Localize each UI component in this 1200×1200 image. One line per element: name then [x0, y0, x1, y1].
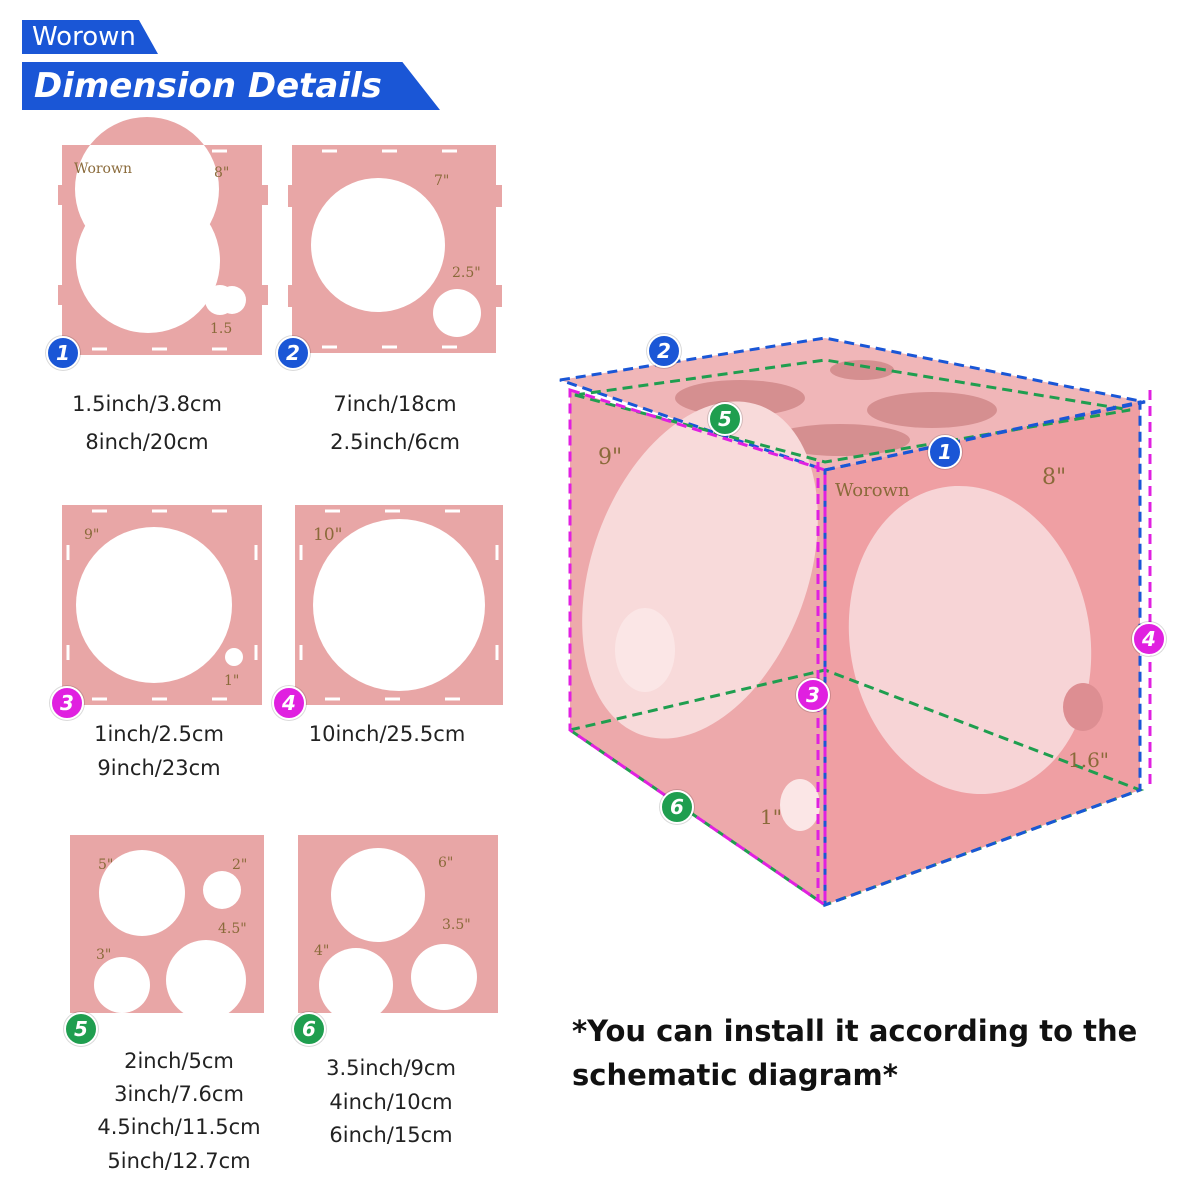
- cube-badge-4: 4: [1132, 622, 1166, 656]
- panel-1-shape: [58, 117, 268, 355]
- install-note-line-2: schematic diagram*: [572, 1057, 898, 1092]
- panel-3-shape: [62, 505, 262, 705]
- panel-4: 10": [295, 505, 505, 715]
- panel-5-shape: [70, 835, 264, 1020]
- panel-3-big-label: 9": [84, 527, 100, 543]
- spec-line: 10inch/25.5cm: [308, 722, 466, 746]
- panel-5-specs: 2inch/5cm 3inch/7.6cm 4.5inch/11.5cm 5in…: [74, 1045, 284, 1178]
- panel-3-specs: 1inch/2.5cm 9inch/23cm: [54, 720, 264, 783]
- cube-small-label-1: 1": [760, 805, 782, 829]
- cube-badge-2: 2: [647, 334, 681, 368]
- spec-line: 8inch/20cm: [85, 430, 209, 455]
- cube-badge-1: 1: [928, 435, 962, 469]
- panel-2-small-label: 2.5": [452, 265, 481, 281]
- cube-badge-3: 3: [796, 678, 830, 712]
- cube-badge-5: 5: [708, 402, 742, 436]
- panel-4-shape: [295, 505, 503, 705]
- spec-line: 1.5inch/3.8cm: [72, 392, 222, 416]
- cube-brand-label: Worown: [835, 480, 910, 501]
- cube-svg: [559, 336, 1152, 908]
- badge-1: 1: [46, 336, 80, 370]
- panel-5-label-b: 2": [232, 857, 248, 873]
- spec-line: 4.5inch/11.5cm: [97, 1115, 261, 1140]
- panel-6-label-a: 6": [438, 855, 454, 871]
- brand-name: Worown: [32, 22, 136, 52]
- brand-tag: Worown: [22, 20, 158, 54]
- spec-line: 7inch/18cm: [333, 392, 457, 416]
- spec-line: 3inch/7.6cm: [114, 1082, 244, 1107]
- panel-3-small-label: 1": [224, 673, 240, 689]
- panel-2-specs: 7inch/18cm 2.5inch/6cm: [290, 390, 500, 457]
- header-banner: Dimension Details: [22, 62, 440, 110]
- panel-5-label-a: 5": [98, 857, 114, 873]
- panel-4-big-label: 10": [313, 525, 343, 545]
- install-note-line-1: *You can install it according to the: [572, 1014, 1138, 1048]
- badge-5: 5: [64, 1012, 98, 1046]
- panel-5: 5" 2" 4.5" 3": [70, 835, 280, 1045]
- panel-6: 6" 3.5" 4": [298, 835, 508, 1045]
- panel-6-shape: [298, 835, 498, 1022]
- panel-6-specs: 3.5inch/9cm 4inch/10cm 6inch/15cm: [286, 1052, 496, 1153]
- panel-5-label-c: 4.5": [218, 921, 247, 937]
- panel-3: 9" 1": [62, 505, 272, 715]
- panel-1-specs: 1.5inch/3.8cm 8inch/20cm: [42, 390, 252, 457]
- panel-1-brand-label: Worown: [74, 161, 132, 177]
- cube-diagram: Worown 8" 9" 1" 1.6" 2 5 1 4 3 6: [540, 320, 1180, 920]
- panel-1-small-label: 1.5: [210, 321, 233, 337]
- page-title: Dimension Details: [34, 66, 382, 106]
- cube-small-label-2: 1.6": [1068, 748, 1110, 772]
- badge-6: 6: [292, 1012, 326, 1046]
- spec-line: 2inch/5cm: [124, 1049, 234, 1073]
- panel-1: Worown 8" 1.5: [58, 117, 272, 355]
- spec-line: 9inch/23cm: [97, 756, 221, 781]
- panel-5-label-d: 3": [96, 947, 112, 963]
- cube-front-big-label: 8": [1042, 465, 1067, 490]
- spec-line: 1inch/2.5cm: [94, 722, 224, 746]
- panel-6-label-c: 4": [314, 943, 330, 959]
- panel-2: 7" 2.5": [288, 145, 502, 355]
- spec-line: 5inch/12.7cm: [107, 1148, 251, 1173]
- cube-top-face: [560, 338, 1145, 470]
- panel-1-big-label: 8": [214, 165, 230, 181]
- badge-3: 3: [50, 686, 84, 720]
- spec-line: 4inch/10cm: [329, 1089, 453, 1114]
- spec-line: 6inch/15cm: [329, 1123, 453, 1148]
- cube-badge-6: 6: [660, 790, 694, 824]
- panel-2-big-label: 7": [434, 173, 450, 189]
- badge-4: 4: [272, 686, 306, 720]
- spec-line: 3.5inch/9cm: [326, 1056, 456, 1080]
- spec-line: 2.5inch/6cm: [330, 430, 460, 455]
- install-note: *You can install it according to the sch…: [572, 1010, 1172, 1097]
- panel-6-label-b: 3.5": [442, 917, 471, 933]
- panel-4-specs: 10inch/25.5cm: [282, 720, 492, 748]
- badge-2: 2: [276, 336, 310, 370]
- cube-side-big-label: 9": [598, 445, 623, 470]
- panel-2-shape: [288, 145, 502, 353]
